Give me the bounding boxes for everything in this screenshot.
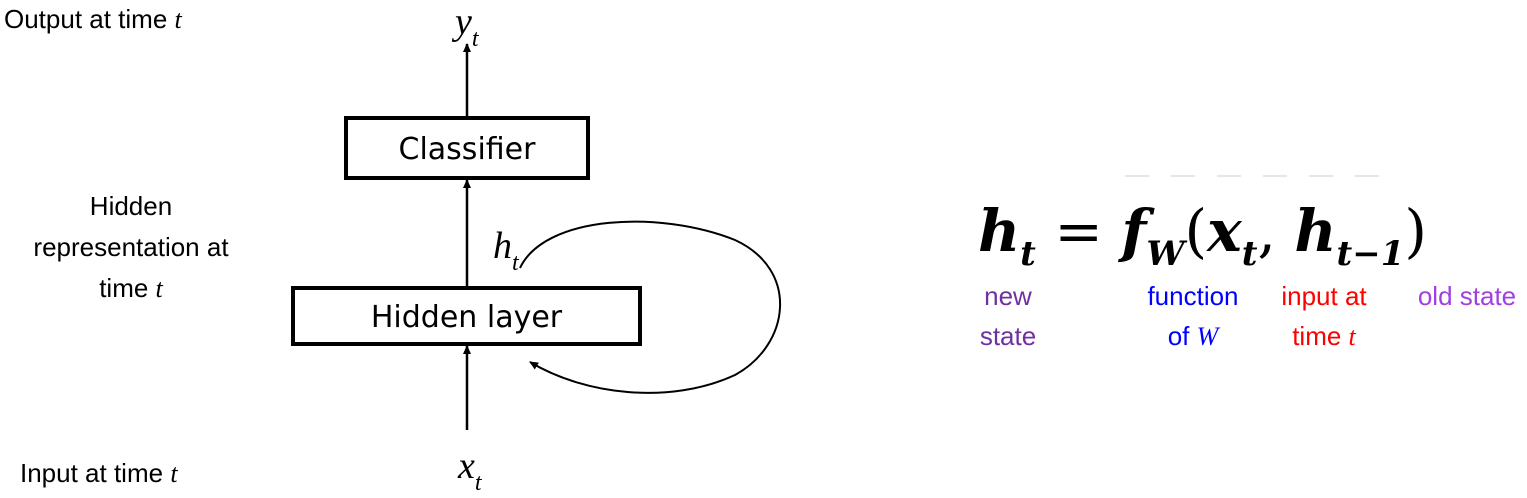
classifier-box	[344, 116, 590, 180]
classifier-label: Classifier	[398, 132, 536, 167]
input-variable-x: xt	[458, 445, 482, 496]
recurrence-equation: ht = fW(xt, ht−1)	[978, 197, 1428, 274]
hidden-representation-label: Hidden representation at time t	[33, 191, 229, 303]
annotation-new-state: new state	[979, 281, 1037, 351]
recurrent-loop-arrow	[519, 220, 782, 394]
hidden-layer-label: Hidden layer	[370, 300, 563, 335]
annotation-input-at-time: input at time t	[1281, 281, 1367, 351]
input-label: Input at time t	[20, 458, 178, 488]
output-variable-y: yt	[455, 1, 479, 52]
annotation-old-state: old state	[1417, 281, 1517, 311]
annotation-function-of-w: function of W	[1147, 281, 1239, 351]
hidden-layer-box	[291, 286, 642, 346]
hidden-state-variable-h: ht	[493, 225, 519, 276]
output-label: Output at time t	[4, 4, 182, 34]
